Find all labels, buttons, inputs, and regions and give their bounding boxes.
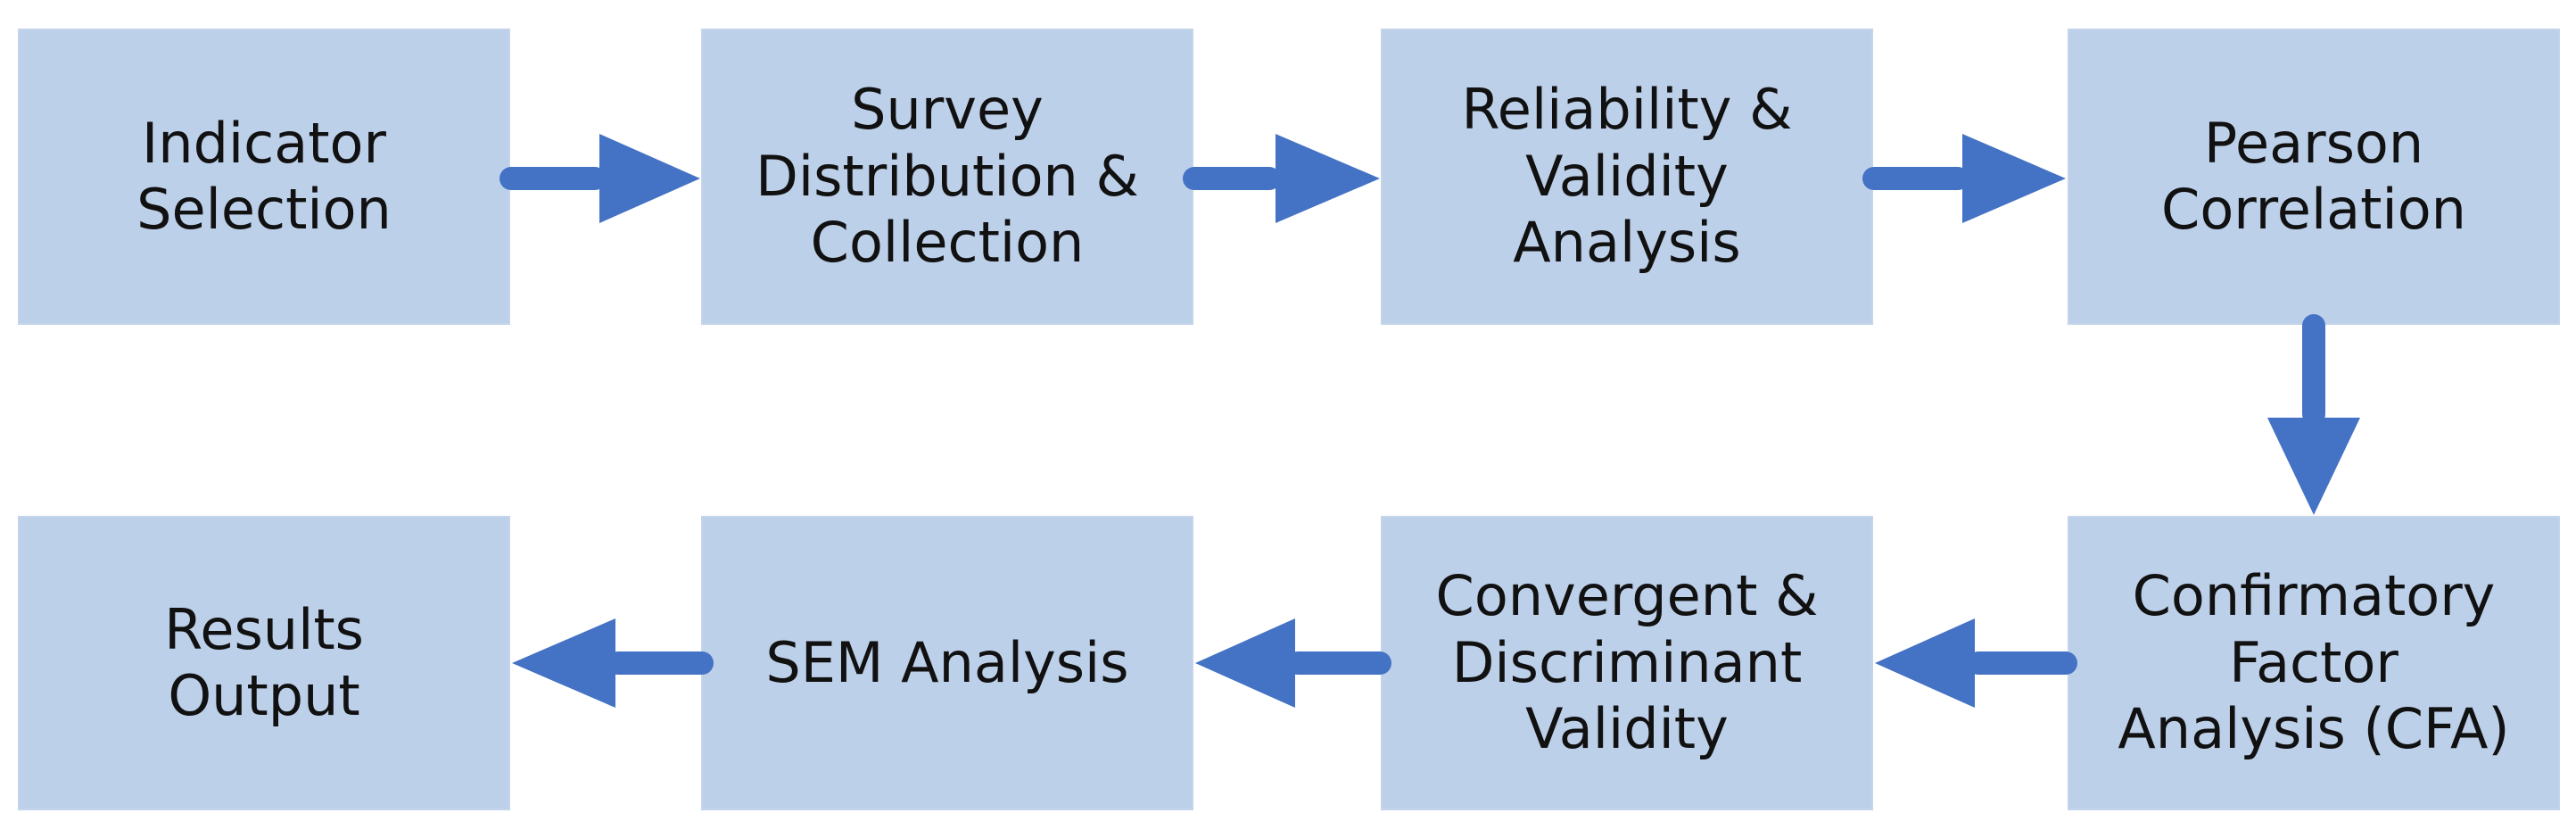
step-results-output: Results Output bbox=[18, 516, 510, 810]
step-indicator-selection: Indicator Selection bbox=[18, 29, 510, 325]
arrow-right-3 bbox=[1862, 134, 2066, 223]
step-convergent-discriminant-validity: Convergent & Discriminant Validity bbox=[1381, 516, 1873, 810]
arrow-down-4 bbox=[2267, 314, 2360, 515]
step-reliability-validity-analysis: Reliability & Validity Analysis bbox=[1381, 29, 1873, 325]
arrow-left-5 bbox=[1875, 618, 2077, 708]
arrow-left-7 bbox=[512, 618, 714, 708]
step-survey-distribution-collection: Survey Distribution & Collection bbox=[701, 29, 1193, 325]
step-confirmatory-factor-analysis: Confirmatory Factor Analysis (CFA) bbox=[2068, 516, 2560, 810]
step-sem-analysis: SEM Analysis bbox=[701, 516, 1193, 810]
arrow-right-1 bbox=[500, 134, 700, 223]
arrow-right-2 bbox=[1183, 134, 1380, 223]
arrow-left-6 bbox=[1195, 618, 1391, 708]
step-pearson-correlation: Pearson Correlation bbox=[2068, 29, 2560, 325]
